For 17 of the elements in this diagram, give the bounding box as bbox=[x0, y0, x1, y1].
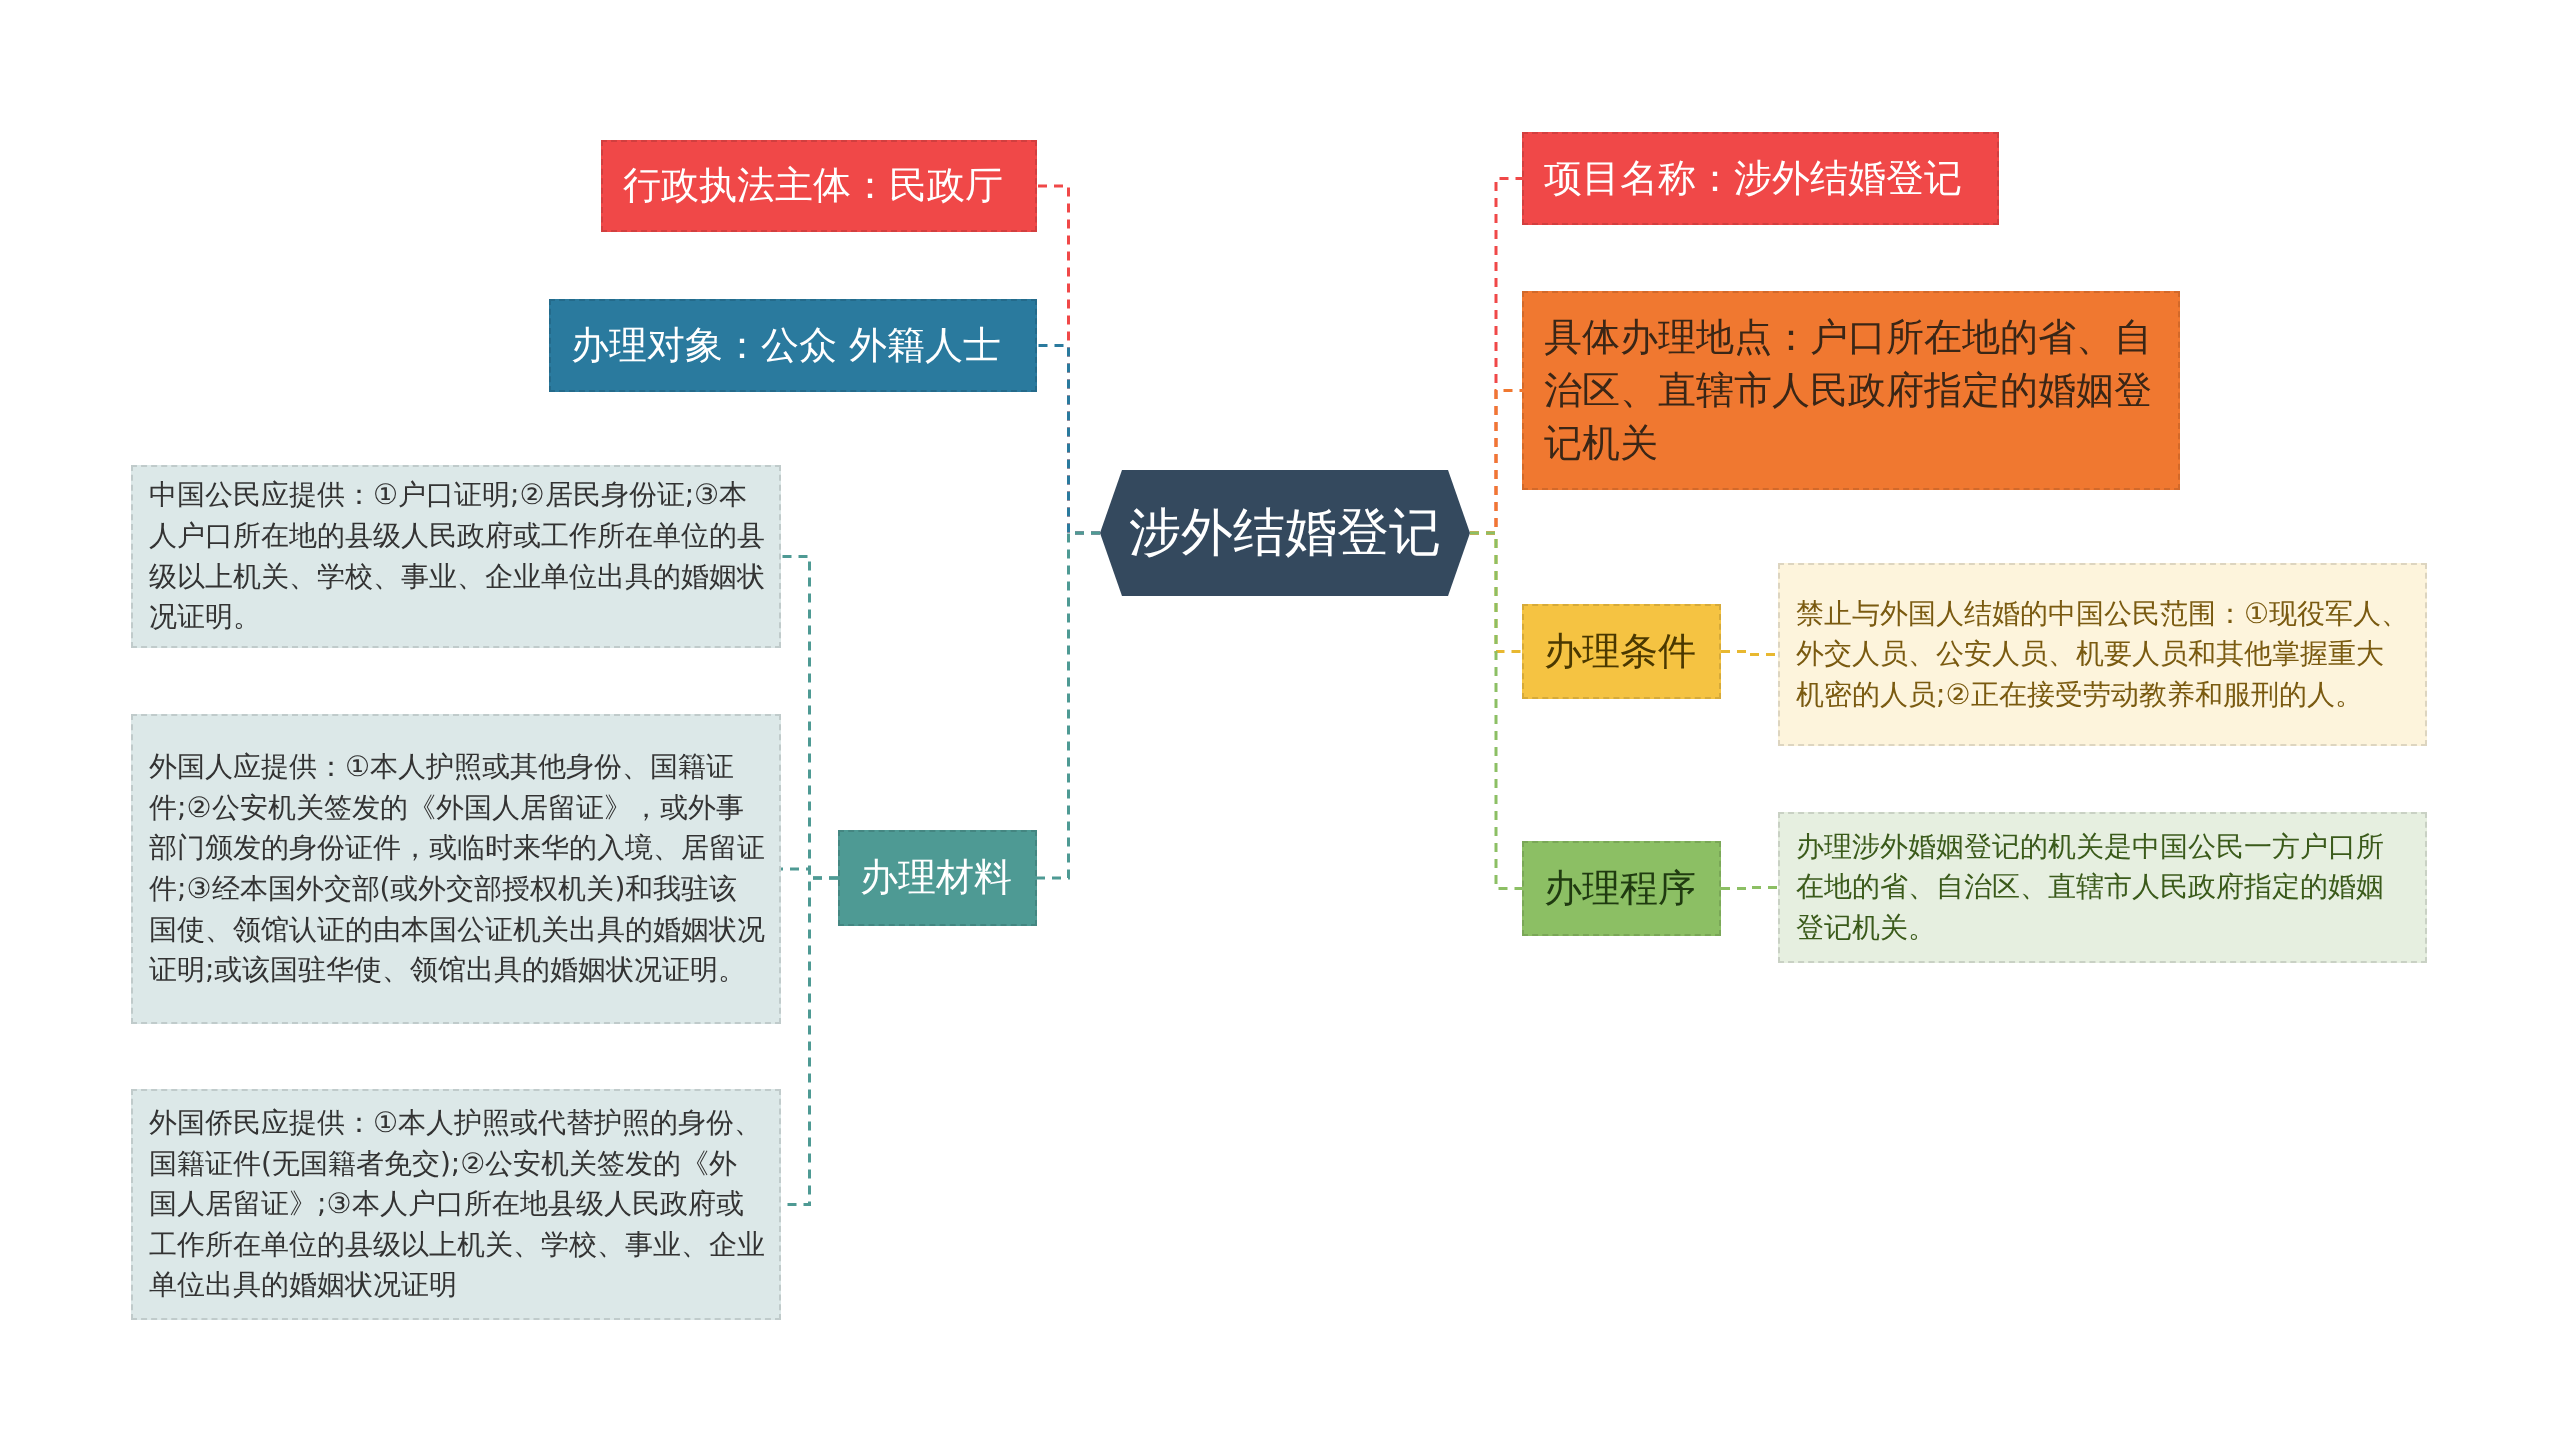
central-topic-hexagon: 涉外结婚登记 bbox=[1100, 470, 1470, 596]
note-box: 外国人应提供：①本人护照或其他身份、国籍证件;②公安机关签发的《外国人居留证》，或外事部门颁发的身份证件，或临时来华的入境、居留证件;③经本国外交部(或外交部授权机关)和我驻该国使、领馆认证的由本国公证机关出具的婚姻状况证明;或该国驻华使、领馆出具的婚姻状况证明。 bbox=[131, 714, 781, 1024]
topic-box: 项目名称：涉外结婚登记 bbox=[1522, 132, 1999, 225]
topic-box: 办理对象：公众 外籍人士 bbox=[549, 299, 1037, 392]
topic-box: 行政执法主体：民政厅 bbox=[601, 140, 1037, 232]
connector-line bbox=[1470, 531, 1522, 890]
note-box: 禁止与外国人结婚的中国公民范围：①现役军人、外交人员、公安人员、机要人员和其他掌握重大机密的人员;②正在接受劳动教养和服刑的人。 bbox=[1778, 563, 2427, 746]
topic-box: 办理材料 bbox=[838, 830, 1037, 926]
note-box: 中国公民应提供：①户口证明;②居民身份证;③本人户口所在地的县级人民政府或工作所在单位的县级以上机关、学校、事业、企业单位出具的婚姻状况证明。 bbox=[131, 465, 781, 648]
topic-box: 办理条件 bbox=[1522, 604, 1721, 699]
topic-box: 具体办理地点：户口所在地的省、自治区、直辖市人民政府指定的婚姻登记机关 bbox=[1522, 291, 2180, 490]
note-box: 办理涉外婚姻登记的机关是中国公民一方户口所在地的省、自治区、直辖市人民政府指定的婚姻登记机关。 bbox=[1778, 812, 2427, 963]
connector-line bbox=[1721, 886, 1778, 890]
connector-line bbox=[1721, 650, 1778, 656]
note-box: 外国侨民应提供：①本人护照或代替护照的身份、国籍证件(无国籍者免交);②公安机关签发的《外国人居留证》;③本人户口所在地县级人民政府或工作所在单位的县级以上机关、学校、事业、企业单位出具的婚姻状况证明 bbox=[131, 1089, 781, 1320]
connector-line bbox=[1037, 531, 1100, 880]
topic-box: 办理程序 bbox=[1522, 841, 1721, 936]
